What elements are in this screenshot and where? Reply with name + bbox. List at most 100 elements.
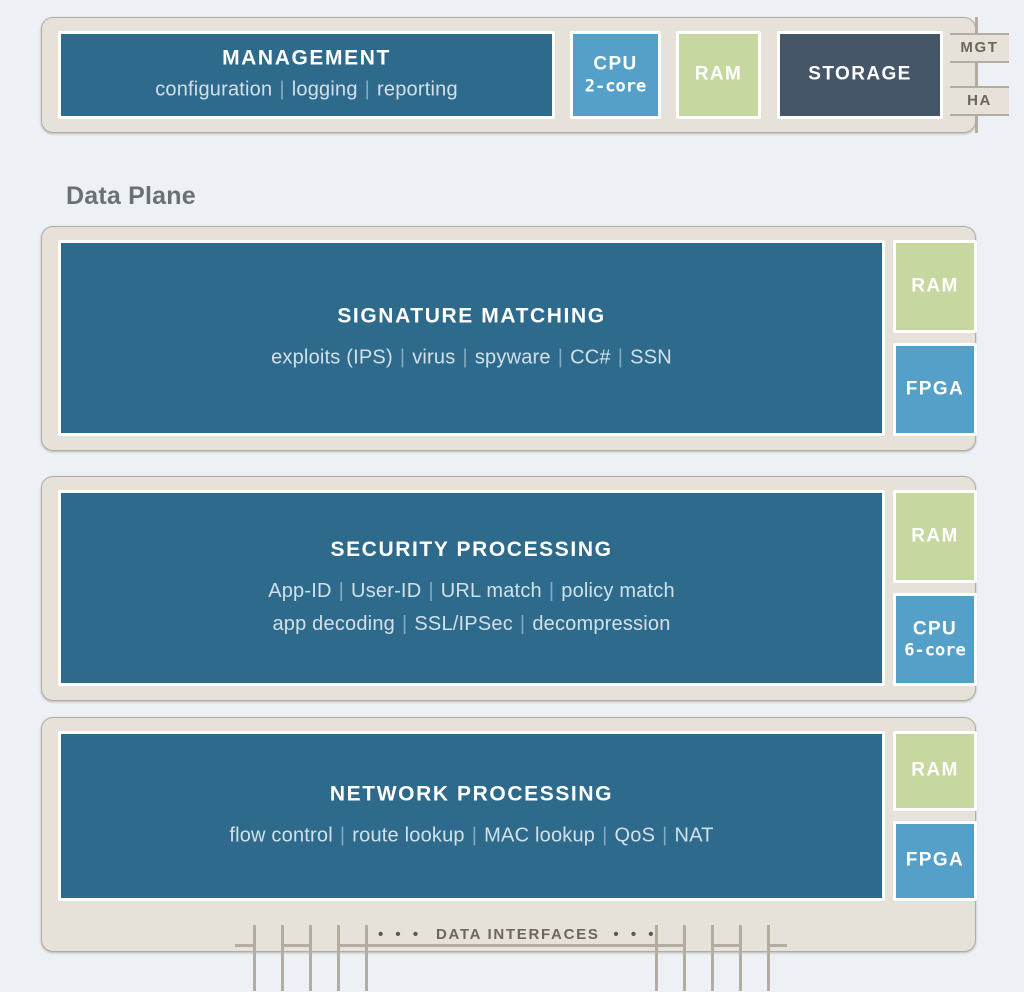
security-processing-features-line-1: App-ID | User-ID | URL match | policy match: [67, 577, 876, 606]
network-processing-chassis: NETWORK PROCESSING flow control | route lo…: [41, 717, 977, 952]
feature: SSL/IPSec: [414, 613, 513, 636]
security-processing-chip-ram[interactable]: RAM: [893, 490, 977, 583]
feature: policy match: [561, 580, 675, 603]
edge-port-ha-label: HA: [967, 92, 992, 109]
interface-port-divider: [683, 925, 686, 991]
data-interfaces-label: • • • DATA INTERFACES • • •: [378, 926, 658, 943]
security-processing-features-line-2: app decoding|SSL/IPSec|decompression: [67, 610, 876, 639]
security-processing-chip-cpu-label: CPU 6-core: [896, 618, 974, 661]
separator-icon: |: [548, 580, 555, 603]
chip-title: FPGA: [905, 378, 965, 400]
signature-matching-chip-ram[interactable]: RAM: [893, 240, 977, 333]
separator-icon: |: [462, 346, 468, 369]
signature-matching-chip-fpga-label: FPGA: [896, 378, 974, 401]
interface-port-divider: [739, 925, 742, 991]
feature: flow control: [229, 824, 333, 847]
separator-icon: |: [617, 346, 624, 369]
management-chip-cpu[interactable]: CPU 2-core: [570, 31, 661, 119]
management-chip-cpu-label: CPU 2-core: [573, 53, 658, 96]
edge-port-mgt[interactable]: MGT: [950, 33, 1009, 63]
management-chip-storage[interactable]: STORAGE: [777, 31, 943, 119]
separator-icon: |: [338, 580, 345, 603]
security-processing-text: SECURITY PROCESSING App-ID | User-ID | URL m…: [61, 537, 882, 639]
interface-port-divider: [365, 925, 368, 991]
separator-icon: |: [662, 824, 668, 847]
separator-icon: |: [428, 580, 434, 603]
separator-icon: |: [557, 346, 564, 369]
network-processing-title: NETWORK PROCESSING: [329, 782, 614, 806]
network-processing-features: flow control | route lookup | MAC lookup | QoS…: [67, 822, 876, 851]
separator-icon: |: [279, 78, 285, 101]
interface-underfill: [0, 953, 1024, 992]
feature: app decoding: [272, 613, 395, 636]
edge-port-ha[interactable]: HA: [950, 86, 1009, 116]
signature-matching-features: exploits (IPS)|virus|spyware|CC#|SSN: [67, 344, 876, 373]
interface-port-divider: [767, 925, 770, 991]
feature: MAC lookup: [484, 824, 596, 847]
separator-icon: |: [339, 824, 346, 847]
interface-port-divider: [281, 925, 284, 991]
signature-matching-chip-ram-label: RAM: [896, 275, 974, 298]
edge-port-spine: [975, 17, 978, 133]
interface-port-bracket: [281, 944, 311, 947]
management-feature-0: configuration: [155, 78, 273, 101]
network-processing-chip-ram[interactable]: RAM: [893, 731, 977, 811]
network-processing-chip-fpga-label: FPGA: [896, 850, 974, 873]
management-chip-ram-label: RAM: [679, 64, 758, 87]
chip-storage-title: STORAGE: [808, 63, 912, 85]
interface-rail: [368, 944, 658, 947]
security-processing-module[interactable]: SECURITY PROCESSING App-ID | User-ID | URL m…: [58, 490, 885, 686]
feature: route lookup: [352, 824, 465, 847]
edge-port-mgt-label: MGT: [960, 39, 999, 56]
separator-icon: |: [399, 346, 406, 369]
interface-port-bracket: [655, 944, 685, 947]
feature: App-ID: [268, 580, 332, 603]
feature: virus: [412, 346, 456, 369]
signature-matching-chip-fpga[interactable]: FPGA: [893, 343, 977, 436]
security-processing-chip-cpu[interactable]: CPU 6-core: [893, 593, 977, 686]
interface-port-divider: [337, 925, 340, 991]
management-module-text: MANAGEMENT configuration|logging|reporti…: [61, 45, 552, 104]
feature: QoS: [614, 824, 656, 847]
feature: spyware: [474, 346, 551, 369]
feature: SSN: [630, 346, 672, 369]
separator-icon: |: [519, 613, 526, 636]
interface-port-divider: [253, 925, 256, 991]
management-chip-storage-label: STORAGE: [780, 64, 940, 87]
signature-matching-text: SIGNATURE MATCHING exploits (IPS) | virus |…: [61, 303, 882, 372]
interface-port-divider: [655, 925, 658, 991]
feature: exploits (IPS): [271, 346, 393, 369]
management-chip-ram[interactable]: RAM: [676, 31, 761, 119]
interface-port-bracket: [767, 944, 787, 947]
feature: URL match: [440, 580, 542, 603]
data-interfaces-text: DATA INTERFACES: [435, 926, 600, 943]
security-processing-chip-ram-label: RAM: [896, 525, 974, 548]
network-processing-chip-ram-label: RAM: [896, 760, 974, 783]
chip-title: FPGA: [905, 849, 965, 871]
interface-port-divider: [711, 925, 714, 991]
chip-sub: 6-core: [904, 640, 966, 661]
separator-icon: |: [471, 824, 478, 847]
dots-right-icon: • • •: [613, 926, 658, 943]
interface-port-bracket: [337, 944, 367, 947]
network-processing-text: NETWORK PROCESSING flow control | route lo…: [61, 781, 882, 850]
signature-matching-module[interactable]: SIGNATURE MATCHING exploits (IPS) | virus |…: [58, 240, 885, 436]
chip-title: CPU: [912, 617, 958, 639]
security-processing-title: SECURITY PROCESSING: [330, 537, 613, 561]
chip-title: RAM: [911, 759, 959, 781]
data-plane-heading: Data Plane: [66, 182, 196, 210]
separator-icon: |: [602, 824, 608, 847]
chip-title: RAM: [911, 275, 959, 297]
management-feature-2: reporting: [377, 78, 458, 101]
management-module[interactable]: MANAGEMENT configuration|logging|reporti…: [58, 31, 555, 119]
signature-matching-title: SIGNATURE MATCHING: [337, 304, 606, 328]
interface-port-bracket: [711, 944, 741, 947]
management-feature-1: logging: [291, 78, 358, 101]
network-processing-module[interactable]: NETWORK PROCESSING flow control | route lo…: [58, 731, 885, 901]
feature: NAT: [674, 824, 714, 847]
management-features: configuration|logging|reporting: [67, 76, 546, 105]
feature: User-ID: [351, 580, 422, 603]
interface-port-bracket: [235, 944, 255, 947]
network-processing-chip-fpga[interactable]: FPGA: [893, 821, 977, 901]
feature: decompression: [532, 613, 671, 636]
